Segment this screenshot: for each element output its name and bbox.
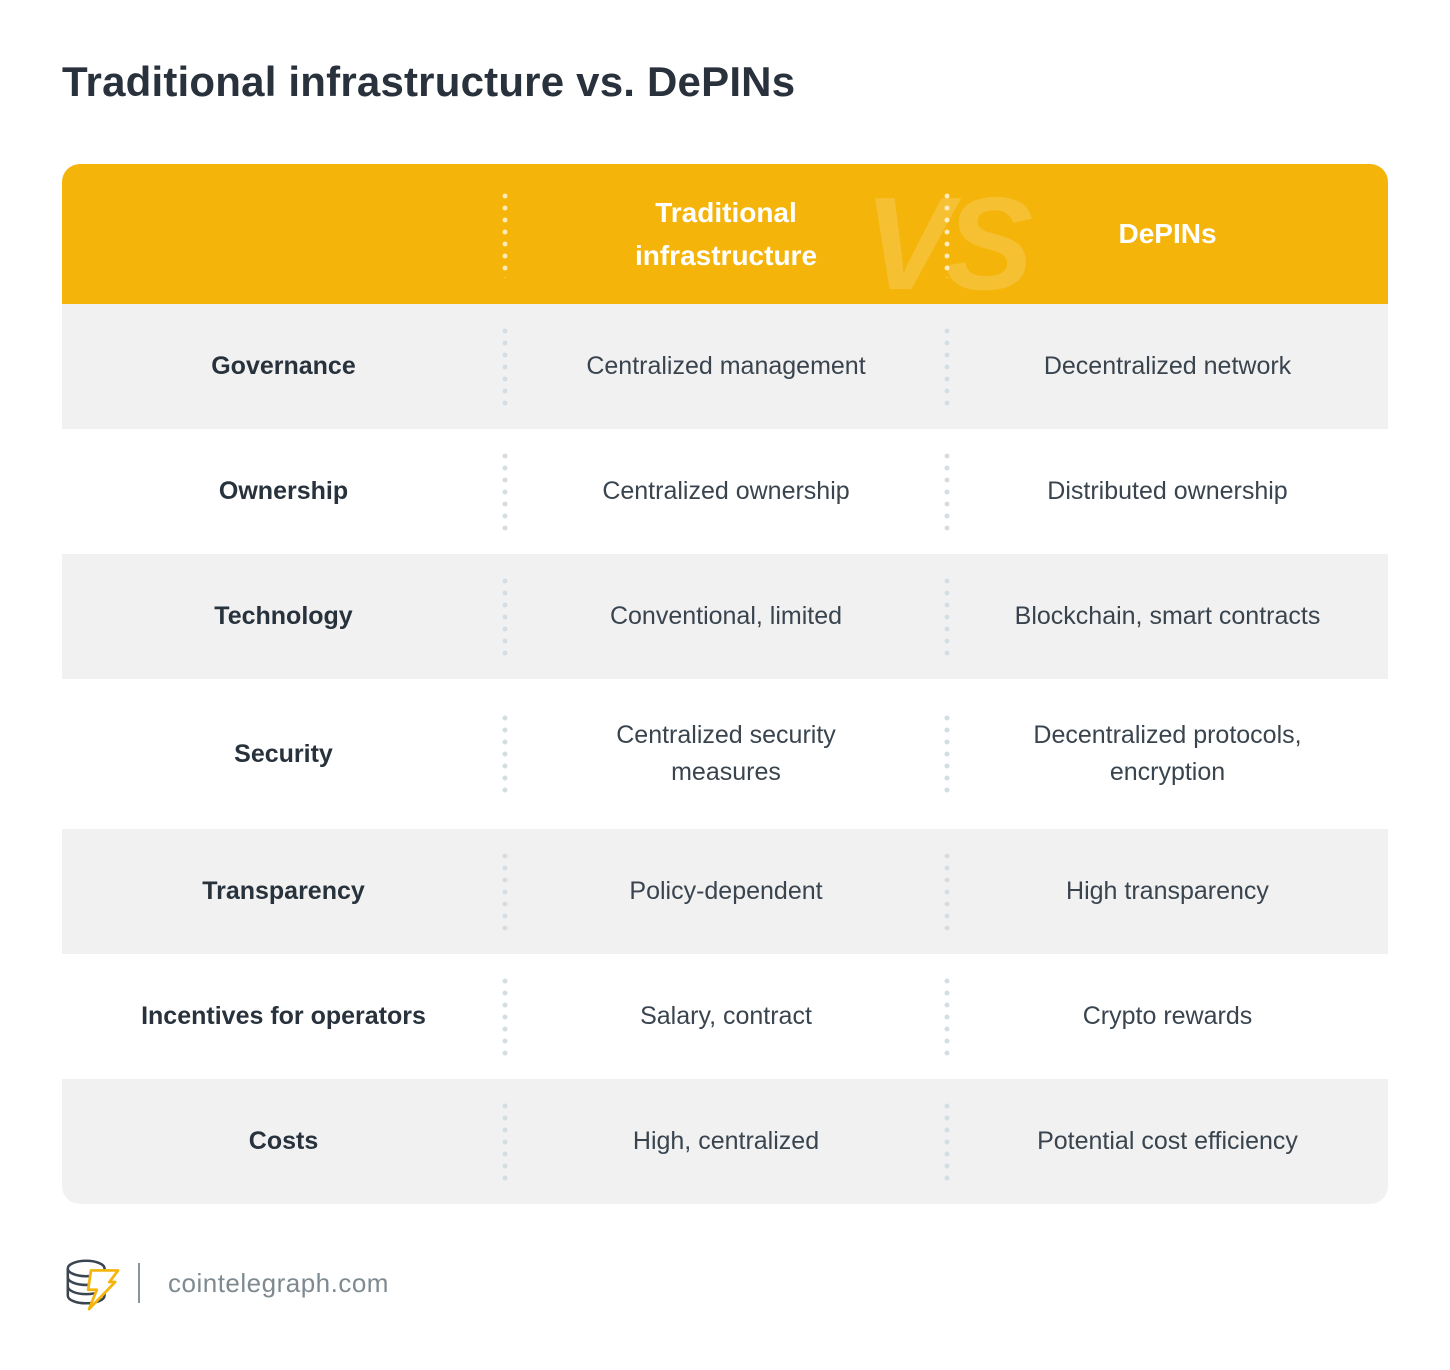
dotted-separator [944,449,950,534]
dotted-separator [944,324,950,409]
row-label: Technology [214,602,353,630]
dotted-separator [944,974,950,1059]
cointelegraph-logo-icon [66,1259,120,1311]
table-row-ownership: Ownership Centralized ownership Distribu… [62,429,1388,554]
row-value-traditional: Conventional, limited [609,601,843,630]
footer-divider [138,1263,140,1303]
row-label: Governance [211,352,356,380]
dotted-separator [502,449,508,534]
dotted-separator [502,712,508,796]
row-value-depin: Decentralized network [1043,351,1292,380]
dotted-separator [502,1099,508,1184]
row-value-traditional: Centralized management [586,351,866,380]
table-row-security: Security Centralized security measures D… [62,679,1388,829]
dotted-separator [944,1099,950,1184]
comparison-table: VS Traditional infrastructure DePINs Gov… [62,164,1388,1204]
row-value-traditional: Centralized ownership [602,476,850,505]
dotted-separator [502,849,508,934]
row-label: Ownership [218,477,349,505]
dotted-separator [502,324,508,409]
table-row-transparency: Transparency Policy-dependent High trans… [62,829,1388,954]
table-row-incentives: Incentives for operators Salary, contrac… [62,954,1388,1079]
row-label: Costs [248,1127,319,1155]
row-value-depin: High transparency [1066,876,1269,905]
row-label: Incentives for operators [141,1002,426,1030]
dotted-separator [944,849,950,934]
table-row-technology: Technology Conventional, limited Blockch… [62,554,1388,679]
footer-attribution: cointelegraph.com [62,1252,1388,1314]
row-value-traditional: Centralized security measures [616,720,836,787]
header-traditional: Traditional infrastructure [634,196,818,271]
header-dotted-separator [944,190,950,278]
page-title: Traditional infrastructure vs. DePINs [62,58,796,105]
dotted-separator [502,974,508,1059]
header-depins: DePINs [1118,218,1217,250]
row-value-traditional: Salary, contract [640,1001,812,1030]
row-value-depin: Blockchain, smart contracts [1014,601,1321,630]
row-value-depin: Crypto rewards [1082,1001,1253,1030]
dotted-separator [944,574,950,659]
footer-site-url: cointelegraph.com [168,1267,389,1298]
row-value-depin: Decentralized protocols, encryption [1033,720,1302,787]
table-row-costs: Costs High, centralized Potential cost e… [62,1079,1388,1204]
dotted-separator [944,712,950,796]
row-value-depin: Distributed ownership [1047,476,1288,505]
row-label: Security [234,739,333,768]
table-row-governance: Governance Centralized management Decent… [62,304,1388,429]
row-label: Transparency [202,877,365,905]
row-value-traditional: High, centralized [632,1126,820,1155]
row-value-traditional: Policy-dependent [629,876,823,905]
dotted-separator [502,574,508,659]
lightning-bolt-icon [86,1269,120,1311]
row-value-depin: Potential cost efficiency [1037,1126,1298,1155]
table-header-row: VS Traditional infrastructure DePINs [62,164,1388,304]
infographic-page: Traditional infrastructure vs. DePINs VS… [62,58,1388,1314]
header-dotted-separator [502,190,508,278]
